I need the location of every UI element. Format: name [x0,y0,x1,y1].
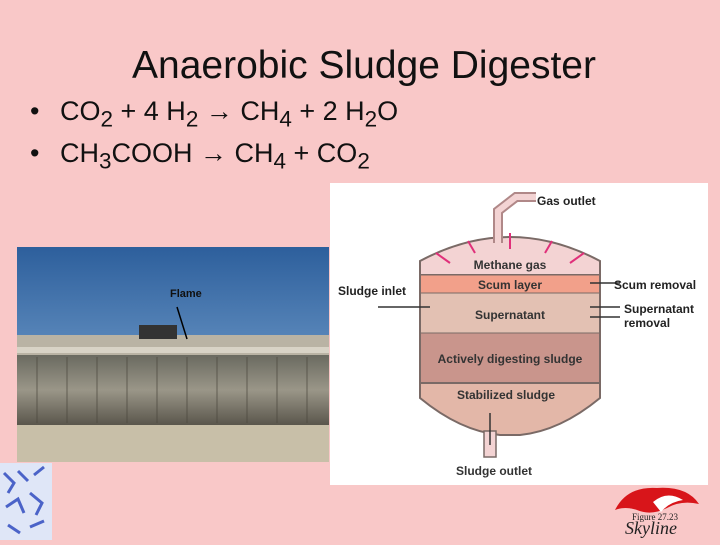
text: + CO [286,138,358,169]
subscript: 3 [99,148,112,174]
digester-diagram-art: Gas outlet Methane gas Scum layer Supern… [338,192,696,478]
digester-diagram: Gas outlet Methane gas Scum layer Supern… [330,183,708,485]
skyline-logo-art: Skyline [615,487,699,538]
subscript: 4 [273,148,287,174]
figure-caption: Figure 27.23 [632,512,678,522]
digester-photo [17,247,329,462]
flow-arrows [378,282,620,445]
text: O [377,96,399,126]
label-supernatant-removal-1: Supernatant [624,302,694,316]
tank-methane-region [419,236,601,276]
text: CH [60,138,99,169]
subscript: 4 [279,106,292,132]
gas-outlet-pipe-fill [495,194,536,243]
tank-stabilized-region [419,382,601,436]
text: → CH [198,96,280,126]
corner-decoration [0,463,52,540]
gas-arrows [435,233,585,264]
logo-text: Skyline [625,518,677,538]
label-methane-gas: Methane gas [474,258,547,272]
bullet-marker: • [30,96,40,126]
bullet-reaction-1: • CO2 + 4 H2 → CH4 + 2 H2O [30,94,410,136]
bullet-marker: • [30,138,40,169]
digester-photo-art [17,247,329,462]
text: COOH → CH [111,138,274,169]
label-supernatant: Supernatant [475,308,545,322]
label-gas-outlet: Gas outlet [537,194,596,208]
subscript: 2 [100,106,114,132]
label-sludge-outlet: Sludge outlet [456,464,532,478]
subscript: 2 [364,106,378,132]
bullet-reaction-2: • CH3COOH → CH4 + CO2 [30,136,410,178]
text: CO [60,96,101,126]
label-sludge-inlet: Sludge inlet [338,284,406,298]
bullet-list: • CO2 + 4 H2 → CH4 + 2 H2O • CH3COOH → C… [30,94,410,179]
photo-flame-label: Flame [170,288,202,300]
text: + 2 H [291,96,365,126]
label-scum-removal: Scum removal [614,278,696,292]
label-supernatant-removal-2: removal [624,316,670,330]
subscript: 2 [185,106,199,132]
subscript: 2 [357,148,370,174]
skyline-logo: Skyline [607,480,707,538]
label-scum-layer: Scum layer [478,278,542,292]
label-stabilized-sludge: Stabilized sludge [457,388,555,402]
corner-decoration-art [0,463,52,540]
text: + 4 H [113,96,186,126]
slide-title: Anaerobic Sludge Digester [132,44,596,87]
label-actively-digesting: Actively digesting sludge [438,352,583,366]
